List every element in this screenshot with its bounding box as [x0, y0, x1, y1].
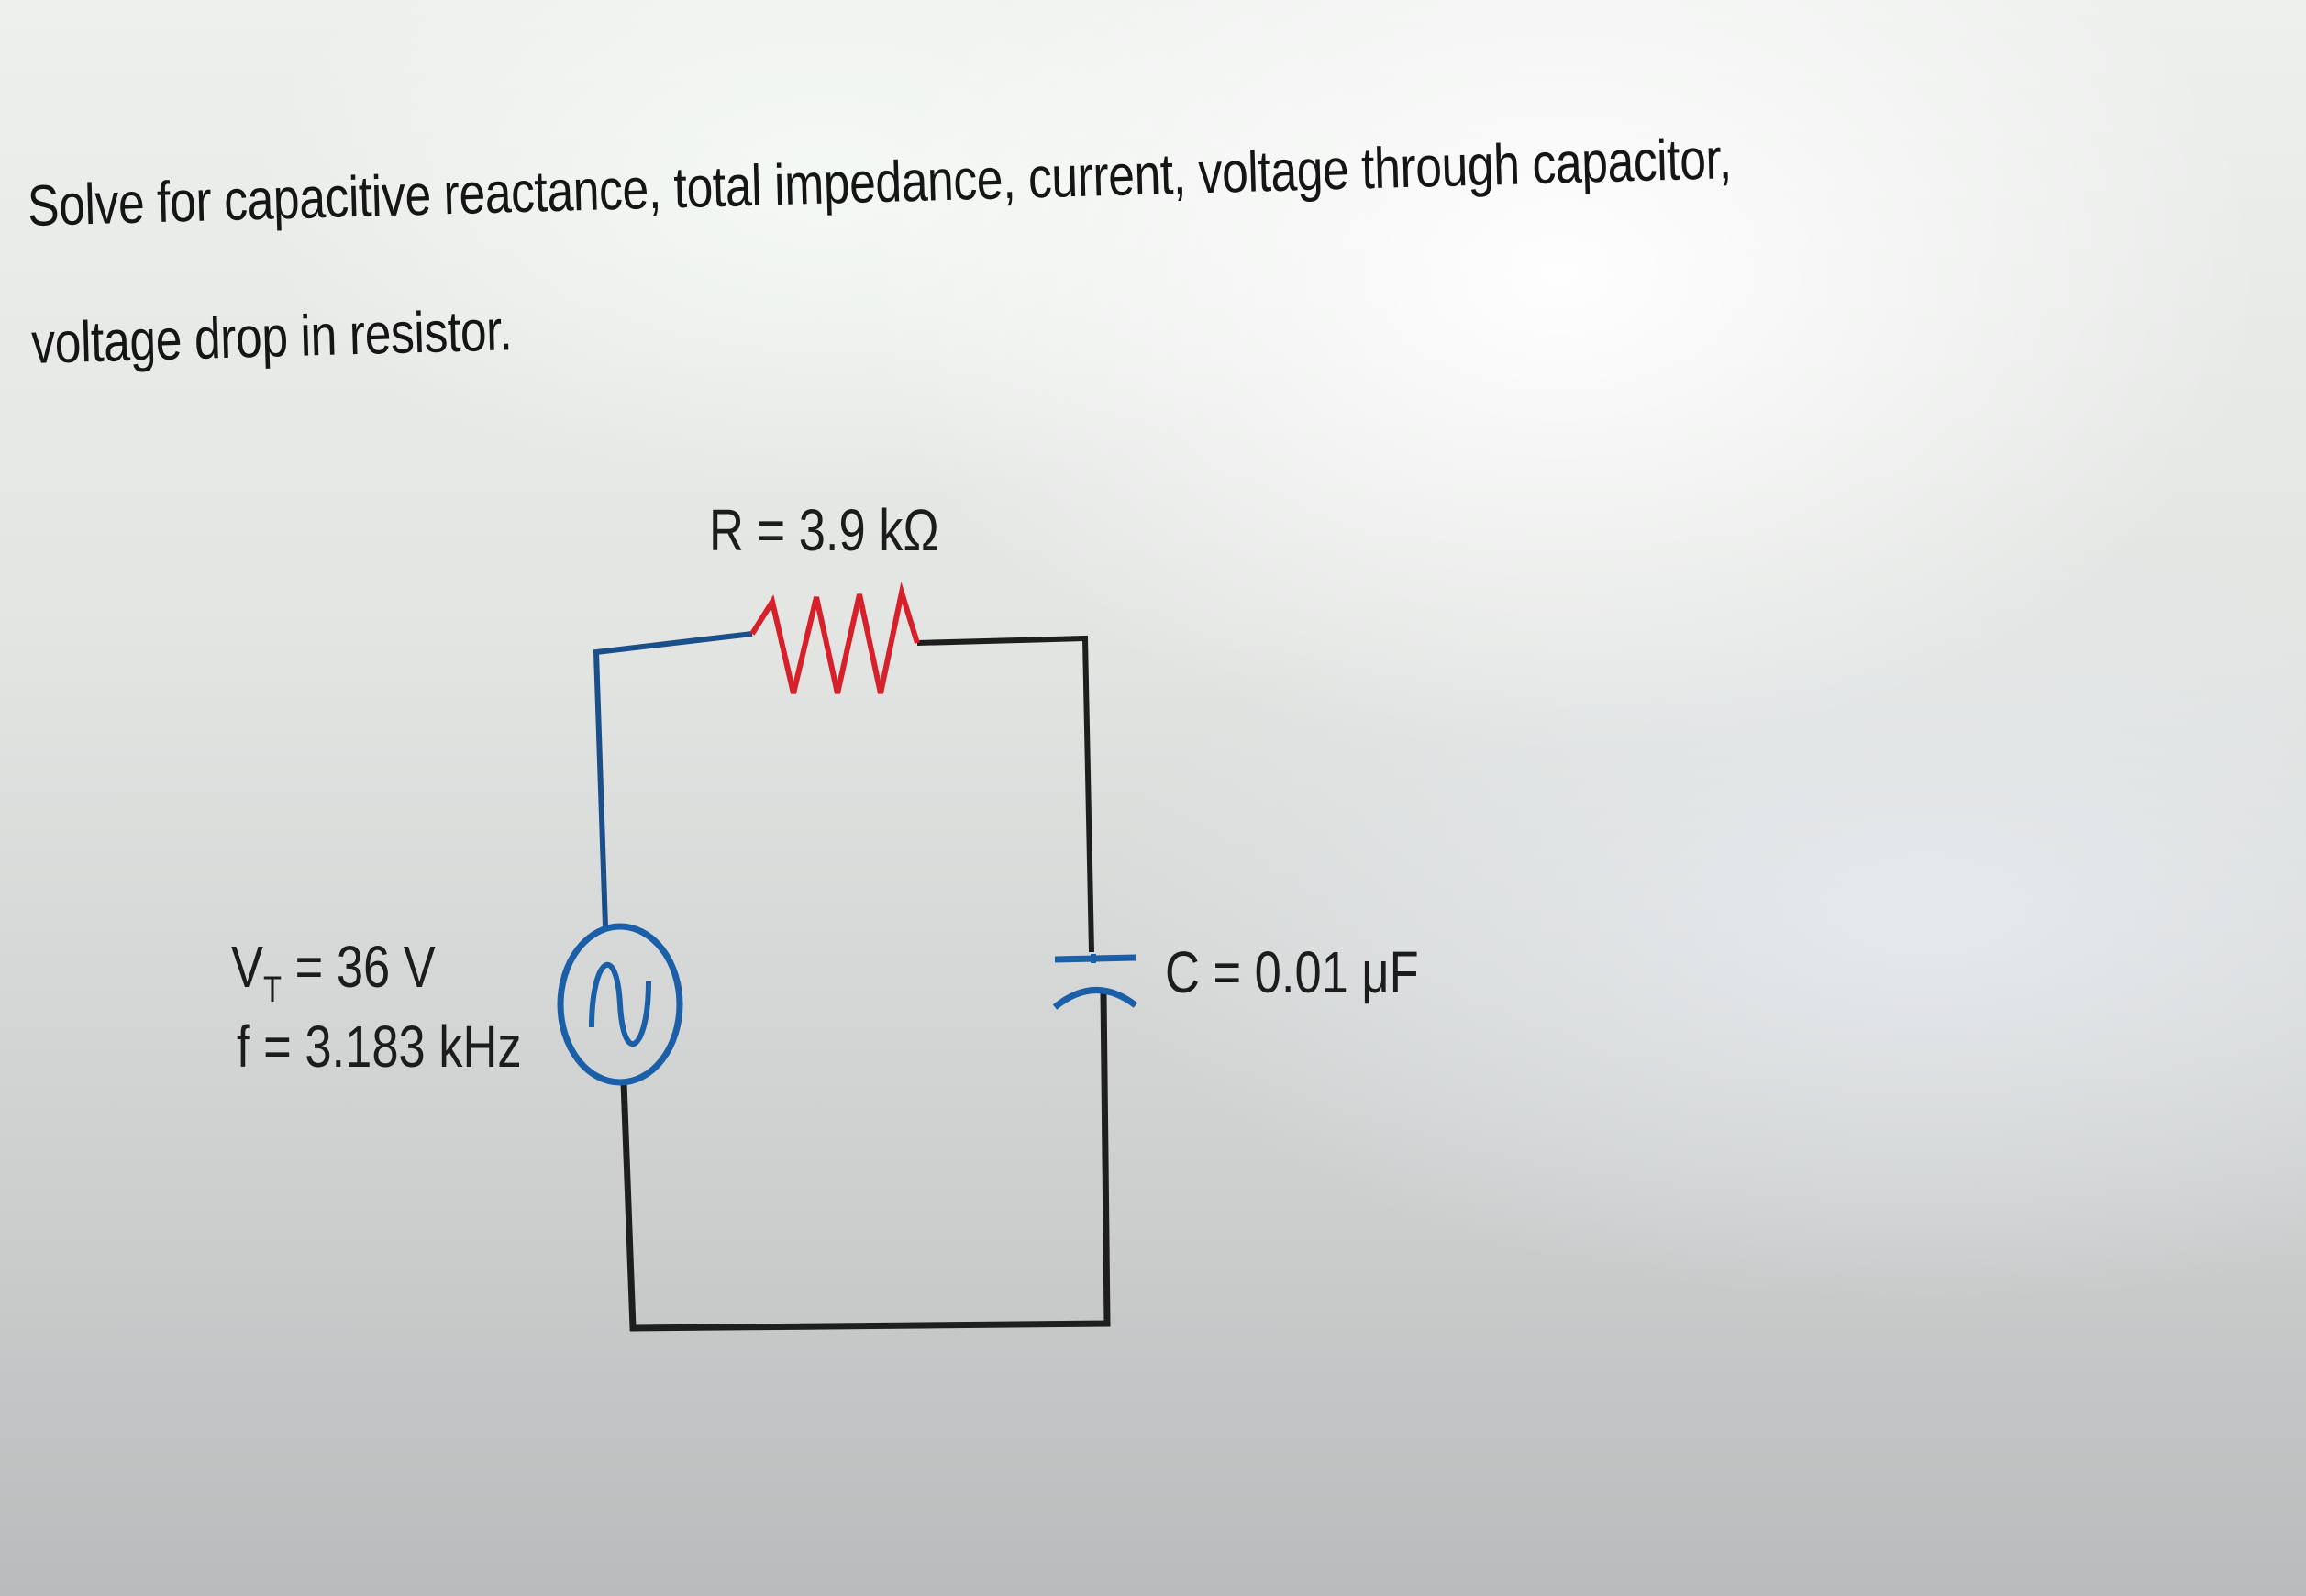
- resistor-symbol: [749, 582, 920, 694]
- wire-top-right: [916, 635, 1094, 953]
- source-voltage-value: = 36 V: [282, 935, 436, 1000]
- ac-source-symbol: [557, 923, 683, 1086]
- source-frequency-label: f = 3.183 kHz: [237, 1014, 522, 1080]
- wire-top-left: [593, 631, 753, 927]
- source-voltage-subscript: T: [263, 969, 282, 1010]
- resistor-label: R = 3.9 kΩ: [709, 498, 939, 563]
- wire-bottom: [620, 992, 1111, 1332]
- source-voltage-label: VT = 36 V: [231, 935, 436, 1010]
- capacitor-symbol: [1052, 954, 1138, 1010]
- capacitor-label: C = 0.01 μF: [1165, 940, 1419, 1005]
